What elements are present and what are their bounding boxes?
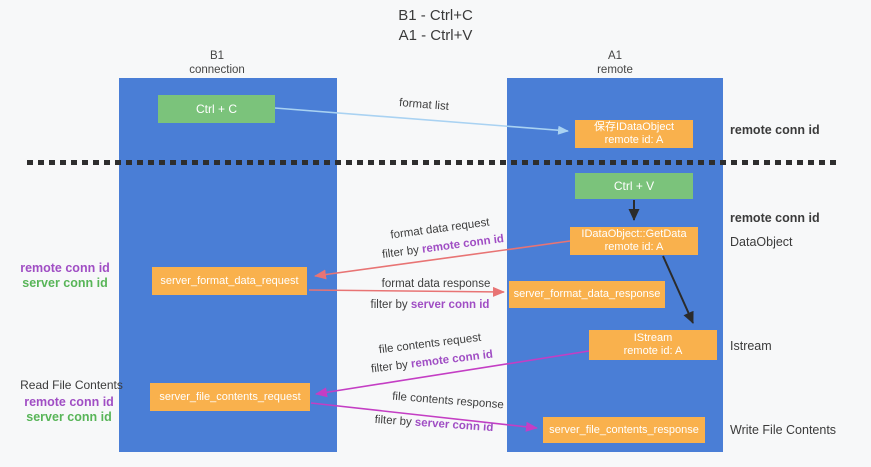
server-conn-id-text: server conn id	[410, 299, 490, 311]
annotation-remote-conn-id-save: remote conn id	[730, 123, 820, 137]
istream-remote-id: remote id: A	[623, 345, 683, 357]
annotation-dataobject: DataObject	[730, 235, 793, 249]
annotation-read-file-contents: Read File Contents	[20, 378, 123, 392]
server-format-data-request-box: server_format_data_request	[152, 267, 307, 295]
header-b1-connection: B1 connection	[108, 49, 326, 77]
label-filter-by-server-conn-id-format: filter by server conn id	[371, 299, 490, 311]
lifeline-id: A1	[607, 50, 623, 62]
ctrl-c-key-box: Ctrl + C	[158, 95, 275, 123]
getdata-remote-id: remote id: A	[604, 241, 664, 253]
ctrl-c-label: Ctrl + C	[195, 102, 237, 116]
server-file-contents-request-label: server_file_contents_request	[159, 390, 301, 403]
label-format-list: format list	[398, 97, 450, 113]
save-idataobject-remote-id: remote id: A	[604, 134, 664, 146]
label-format-data-response: format data response	[381, 278, 491, 290]
server-conn-id-text: server conn id	[414, 416, 494, 435]
save-idataobject-box: 保存IDataObject remote id: A	[575, 120, 693, 148]
title-line-a1: A1 - Ctrl+V	[398, 27, 473, 44]
annotation-remote-conn-id-file: remote conn id	[24, 395, 114, 409]
annotation-server-conn-id-format: server conn id	[22, 276, 108, 290]
annotation-istream: Istream	[730, 339, 772, 353]
annotation-remote-conn-id-format: remote conn id	[20, 261, 110, 275]
idataobject-getdata-box: IDataObject::GetData remote id: A	[570, 227, 698, 255]
filter-by-text: filter by	[381, 243, 423, 261]
lifeline-id: B1	[209, 50, 225, 62]
annotation-write-file-contents: Write File Contents	[730, 423, 837, 437]
remote-conn-id-text: remote conn id	[410, 348, 494, 371]
server-format-data-request-label: server_format_data_request	[160, 274, 299, 287]
diagram-title: B1 - Ctrl+C A1 - Ctrl+V	[0, 6, 871, 46]
filter-by-text: filter by	[370, 299, 411, 311]
server-format-data-response-box: server_format_data_response	[509, 281, 665, 308]
header-a1-remote: A1 remote	[507, 49, 723, 77]
annotation-file-conn-ids: remote conn id server conn id	[23, 395, 115, 425]
lifeline-role: connection	[189, 64, 245, 76]
remote-conn-id-text: remote conn id	[421, 233, 505, 256]
annotation-format-conn-ids: remote conn id server conn id	[19, 261, 111, 291]
ctrl-v-key-box: Ctrl + V	[575, 173, 693, 199]
filter-by-text: filter by	[374, 413, 416, 429]
annotation-remote-conn-id-paste: remote conn id	[730, 211, 820, 225]
getdata-line1: IDataObject::GetData	[581, 228, 687, 240]
server-format-data-response-label: server_format_data_response	[513, 288, 661, 300]
save-idataobject-line1: 保存IDataObject	[593, 121, 675, 133]
annotation-server-conn-id-file: server conn id	[26, 410, 112, 424]
arrow-format-data-response	[308, 286, 505, 297]
copy-paste-divider-dashed-line	[27, 160, 838, 165]
server-file-contents-response-box: server_file_contents_response	[543, 417, 705, 443]
title-line-b1: B1 - Ctrl+C	[398, 7, 473, 24]
server-file-contents-request-box: server_file_contents_request	[150, 383, 310, 411]
lifeline-role: remote	[597, 64, 633, 76]
label-filter-by-server-conn-id-file: filter by server conn id	[374, 414, 493, 434]
server-file-contents-response-label: server_file_contents_response	[549, 423, 699, 436]
filter-by-text: filter by	[370, 358, 412, 376]
label-file-contents-response: file contents response	[391, 390, 505, 412]
ctrl-v-label: Ctrl + V	[613, 179, 655, 193]
istream-line1: IStream	[633, 332, 673, 344]
istream-box: IStream remote id: A	[589, 330, 717, 360]
